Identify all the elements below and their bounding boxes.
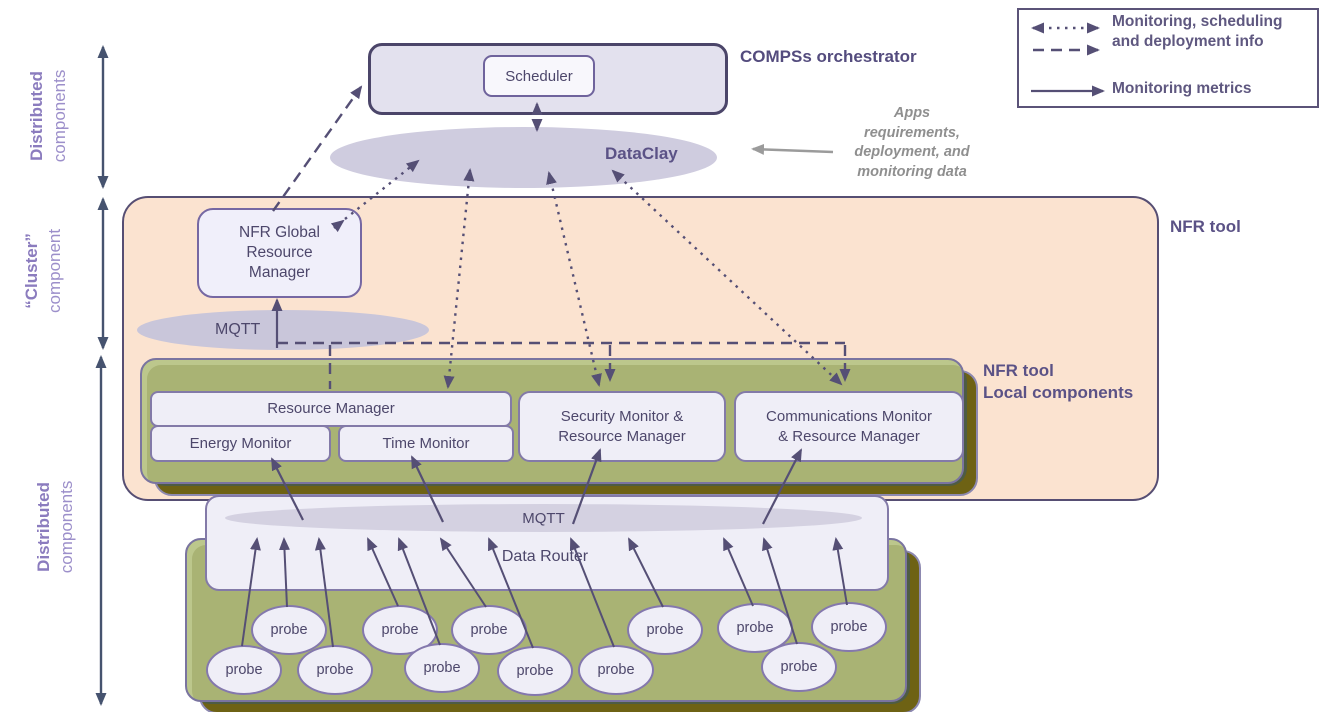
dataclay-label: DataClay — [605, 144, 678, 163]
side-label-line: Distributed — [34, 482, 54, 572]
probe-label: probe — [516, 663, 554, 679]
resource-manager-box: Resource Manager — [150, 391, 512, 427]
security-monitor-box: Security Monitor & Resource Manager — [518, 391, 726, 462]
side-label-distributed-bottom: Distributed components — [33, 449, 79, 605]
arrow-annotation-dataclay — [751, 143, 834, 155]
probe-ellipse: probe — [761, 642, 837, 692]
nfr-global-resource-manager-box: NFR Global Resource Manager — [197, 208, 362, 298]
probe-label: probe — [470, 622, 508, 638]
side-label-distributed-top: Distributed components — [26, 38, 72, 194]
side-label-line: components — [50, 69, 69, 163]
probe-label: probe — [597, 662, 635, 678]
probe-ellipse: probe — [627, 605, 703, 655]
probe-label: probe — [646, 622, 684, 638]
side-label-line: “Cluster” — [22, 233, 42, 309]
time-monitor-label: Time Monitor — [382, 434, 470, 452]
data-router-label: Data Router — [501, 548, 589, 565]
mqtt-local-ellipse: MQTT — [225, 504, 862, 532]
legend-info-label: Monitoring, scheduling and deployment in… — [1112, 13, 1283, 51]
side-label-line: components — [57, 480, 76, 574]
nfr-tool-label: NFR tool — [1170, 217, 1241, 236]
probe-ellipse: probe — [206, 645, 282, 695]
mqtt-cluster-ellipse: MQTT — [137, 310, 429, 350]
apps-requirements-annotation: Apps requirements, deployment, and monit… — [854, 105, 970, 180]
probe-label: probe — [270, 622, 308, 638]
mqtt-cluster-label: MQTT — [215, 321, 261, 338]
probe-ellipse: probe — [404, 643, 480, 693]
probe-label: probe — [225, 662, 263, 678]
probe-label: probe — [316, 662, 354, 678]
resource-manager-label: Resource Manager — [267, 400, 395, 418]
side-label-line: Distributed — [27, 71, 47, 161]
probe-ellipse: probe — [251, 605, 327, 655]
probe-ellipse: probe — [578, 645, 654, 695]
probe-label: probe — [381, 622, 419, 638]
legend-metrics-label: Monitoring metrics — [1112, 80, 1252, 97]
probe-label: probe — [830, 619, 868, 635]
probe-label: probe — [423, 660, 461, 676]
side-label-line: component — [45, 228, 64, 313]
probe-ellipse: probe — [497, 646, 573, 696]
communications-monitor-box: Communications Monitor & Resource Manage… — [734, 391, 964, 462]
energy-monitor-label: Energy Monitor — [189, 434, 292, 452]
time-monitor-box: Time Monitor — [338, 425, 514, 462]
energy-monitor-box: Energy Monitor — [150, 425, 331, 462]
probe-ellipse: probe — [811, 602, 887, 652]
side-label-cluster: “Cluster” component — [21, 193, 67, 349]
compss-orchestrator-label: COMPSs orchestrator — [740, 47, 917, 66]
probe-label: probe — [780, 659, 818, 675]
probe-label: probe — [736, 620, 774, 636]
scheduler-label: Scheduler — [505, 67, 573, 85]
probe-ellipse: probe — [297, 645, 373, 695]
scheduler-box: Scheduler — [483, 55, 595, 97]
nfr-local-components-label: NFR tool Local components — [983, 361, 1134, 403]
mqtt-local-label: MQTT — [522, 509, 565, 527]
